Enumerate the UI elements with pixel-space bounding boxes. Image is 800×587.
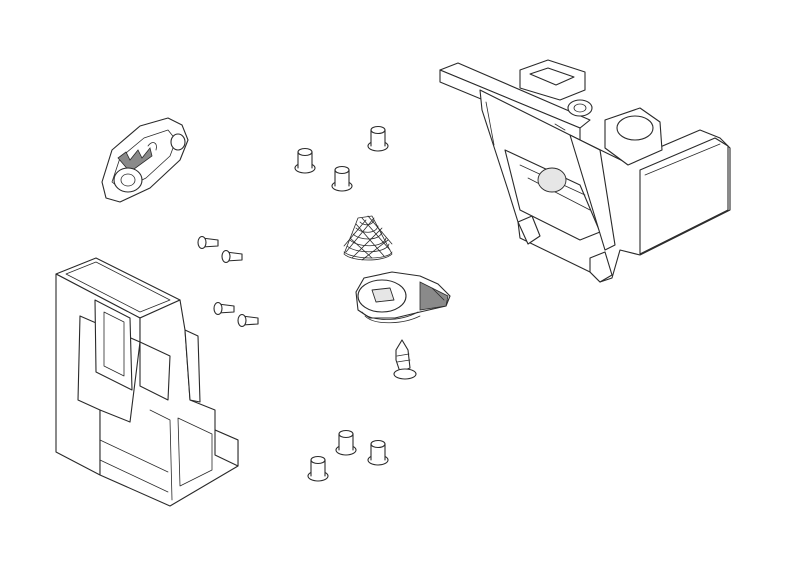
housing-bottom-left [55, 257, 239, 507]
screw [294, 147, 316, 174]
screw [367, 125, 389, 152]
screw [221, 249, 243, 264]
end-cap-plate [101, 117, 189, 203]
screw [213, 301, 235, 316]
screw [197, 235, 219, 250]
screw [367, 439, 389, 466]
cam-lever [355, 271, 451, 324]
screw [307, 455, 329, 482]
coil-spring [343, 215, 393, 261]
screw [331, 165, 353, 192]
latch-pin [393, 339, 417, 380]
screw [237, 313, 259, 328]
housing-top-right [439, 59, 731, 283]
screw [335, 429, 357, 456]
